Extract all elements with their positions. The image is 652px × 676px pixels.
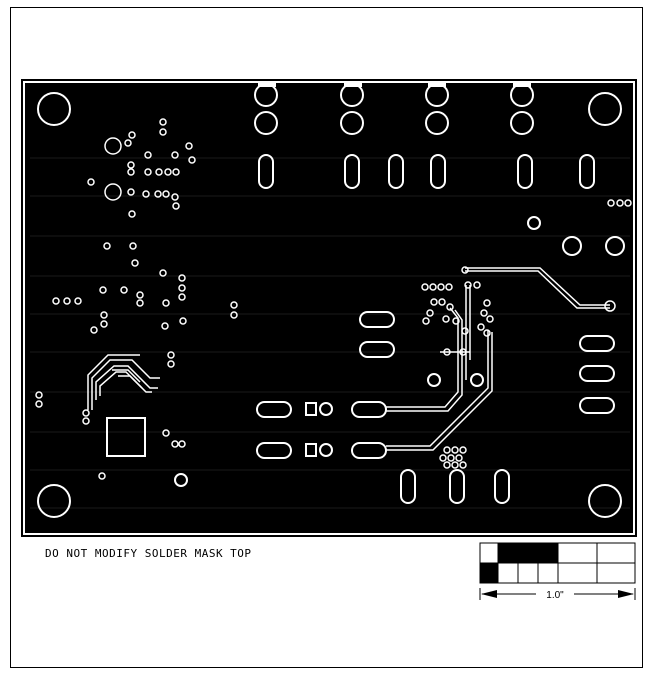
ic-thermal-pad [106,417,146,457]
right-oval-pads [359,311,615,414]
scale-dimension: 1.0" [479,588,636,601]
arrow-right-icon [618,590,634,598]
mounting-hole-top-left [37,92,71,126]
mounting-holes [37,92,622,518]
arrow-left-icon [481,590,497,598]
copper-traces [87,267,616,451]
vias-left [35,118,632,480]
bottom-slot-pads [400,469,510,504]
sheet-border [10,7,643,668]
board-texture-lines [30,157,630,509]
mounting-hole-top-right [588,92,622,126]
vertical-slot-pads [258,154,595,189]
scale-block [479,542,636,584]
mounting-hole-bottom-left [37,484,71,518]
solder-mask-note: DO NOT MODIFY SOLDER MASK TOP [45,547,252,560]
solder-mask-area [25,83,633,533]
mounting-hole-bottom-right [588,484,622,518]
top-connector-pads [254,83,534,135]
right-round-pads [174,216,625,487]
pcb-board [21,79,637,537]
scale-label: 1.0" [546,590,564,601]
